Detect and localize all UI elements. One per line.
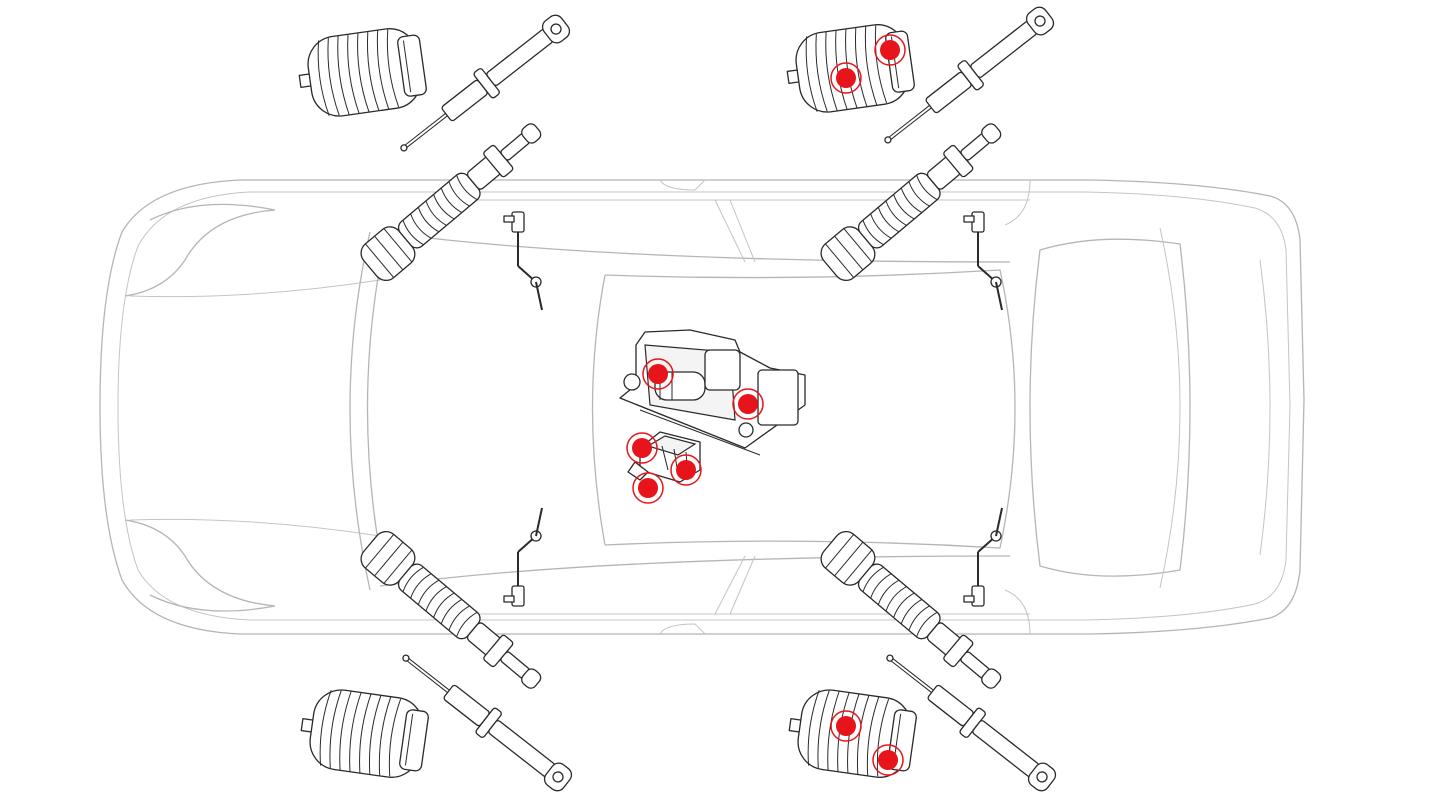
height-sensor-icon (503, 211, 543, 311)
hotspot-group (626, 34, 906, 776)
hotspot-dot (738, 394, 758, 414)
air-spring-icon (295, 684, 432, 783)
hotspot-ring (830, 62, 862, 94)
hotspot-dot (836, 68, 856, 88)
hotspot-valve-block-c[interactable] (632, 472, 664, 504)
hotspot-dot (648, 364, 668, 384)
hotspot-spring-top-right-a[interactable] (874, 34, 906, 66)
hotspot-valve-block-b[interactable] (670, 454, 702, 486)
hotspot-dot (638, 478, 658, 498)
hotspot-ring (626, 432, 658, 464)
hotspot-spring-bottom-right-a[interactable] (830, 710, 862, 742)
air-strut-icon (815, 110, 1013, 286)
hotspot-spring-bottom-right-b[interactable] (872, 744, 904, 776)
air-strut-icon (355, 110, 553, 286)
air-spring-icon (293, 23, 430, 122)
hotspot-dot (836, 716, 856, 736)
hotspot-compressor-b[interactable] (732, 388, 764, 420)
hotspot-compressor-a[interactable] (642, 358, 674, 390)
hotspot-ring (632, 472, 664, 504)
hotspot-ring (642, 358, 674, 390)
hotspot-dot (676, 460, 696, 480)
hotspot-dot (632, 438, 652, 458)
hotspot-ring (874, 34, 906, 66)
hotspot-valve-block-a[interactable] (626, 432, 658, 464)
height-sensor-icon (963, 211, 1003, 311)
hotspot-dot (880, 40, 900, 60)
hotspot-ring (732, 388, 764, 420)
hotspot-dot (878, 750, 898, 770)
height-sensor-icon (963, 507, 1003, 607)
hotspot-ring (830, 710, 862, 742)
hotspot-spring-top-right-b[interactable] (830, 62, 862, 94)
height-sensor-icon (503, 507, 543, 607)
compressor-icon (619, 329, 806, 456)
hotspot-ring (670, 454, 702, 486)
hotspot-ring (872, 744, 904, 776)
